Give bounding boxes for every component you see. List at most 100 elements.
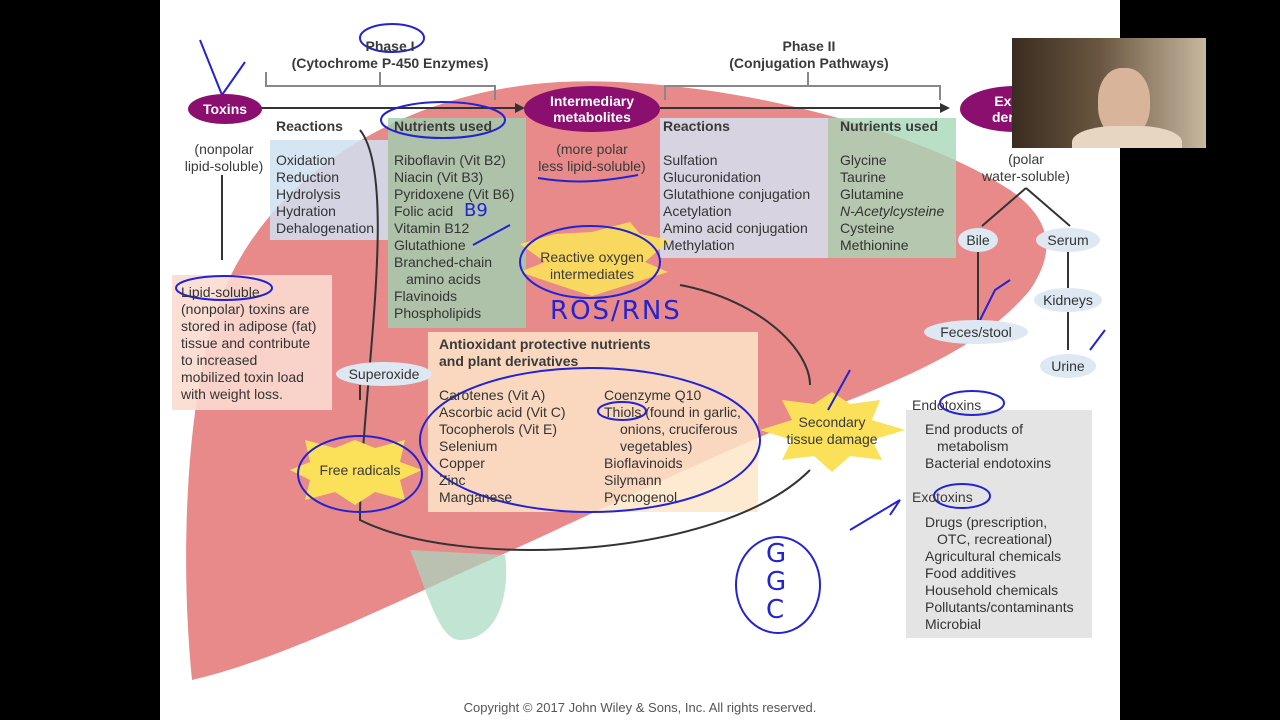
list-item: Silymann bbox=[604, 472, 662, 488]
reactive-label-1: Reactive oxygen bbox=[540, 249, 644, 265]
exotoxins-list: Drugs (prescription,OTC, recreational)Ag… bbox=[925, 514, 1074, 633]
list-item: Coenzyme Q10 bbox=[604, 387, 702, 403]
list-item: stored in adipose (fat) bbox=[181, 318, 317, 334]
antioxidant-title-2: and plant derivatives bbox=[439, 353, 579, 369]
list-item: Hydration bbox=[276, 203, 336, 219]
webcam-video bbox=[1012, 38, 1206, 148]
list-item: to increased bbox=[181, 352, 258, 368]
list-item: Methylation bbox=[663, 237, 735, 253]
serum-label: Serum bbox=[1036, 228, 1100, 252]
list-item: metabolism bbox=[937, 438, 1009, 454]
phase2-subtitle: (Conjugation Pathways) bbox=[729, 55, 889, 71]
phase1-subtitle: (Cytochrome P-450 Enzymes) bbox=[291, 55, 489, 71]
phase1-nutrients-header: Nutrients used bbox=[394, 118, 493, 134]
list-item: Bioflavinoids bbox=[604, 455, 683, 471]
list-item: Glycine bbox=[840, 152, 887, 168]
excreted-label-1: Ex bbox=[994, 93, 1012, 109]
list-item: Riboflavin (Vit B2) bbox=[394, 152, 506, 168]
phase2-reactions-header: Reactions bbox=[663, 118, 730, 134]
list-item: N-Acetylcysteine bbox=[840, 203, 945, 219]
toxins-oval: Toxins bbox=[188, 94, 262, 124]
list-item: vegetables) bbox=[620, 438, 693, 454]
list-item: amino acids bbox=[406, 271, 481, 287]
list-item: Glutamine bbox=[840, 186, 904, 202]
list-item: Dehalogenation bbox=[276, 220, 375, 236]
list-item: OTC, recreational) bbox=[937, 531, 1053, 547]
phase1-nutrients-list: Riboflavin (Vit B2)Niacin (Vit B3)Pyrido… bbox=[394, 152, 514, 322]
list-item: Agricultural chemicals bbox=[925, 548, 1062, 564]
list-item: Amino acid conjugation bbox=[663, 220, 808, 236]
exotoxins-title: Exotoxins bbox=[912, 489, 973, 505]
annotation-ros-rns: ROS/RNS bbox=[550, 296, 682, 326]
list-item: tissue and contribute bbox=[181, 335, 311, 351]
list-item: Vitamin B12 bbox=[394, 220, 470, 236]
list-item: Zinc bbox=[439, 472, 466, 488]
list-item: mobilized toxin load bbox=[181, 369, 304, 385]
list-item: Microbial bbox=[925, 616, 982, 632]
antioxidant-title-1: Antioxidant protective nutrients bbox=[439, 336, 651, 352]
list-item: Tocopherols (Vit E) bbox=[439, 421, 558, 437]
list-item: Oxidation bbox=[276, 152, 336, 168]
list-item: Ascorbic acid (Vit C) bbox=[439, 404, 566, 420]
presenter-shirt bbox=[1072, 126, 1182, 148]
list-item: onions, cruciferous bbox=[620, 421, 738, 437]
list-item: Pycnogenol bbox=[604, 489, 678, 505]
kidneys-label: Kidneys bbox=[1034, 288, 1102, 312]
list-item: Lipid-soluble bbox=[181, 284, 260, 300]
toxins-note-1: (nonpolar bbox=[194, 141, 254, 157]
list-item: Phospholipids bbox=[394, 305, 482, 321]
list-item: Glutathione conjugation bbox=[663, 186, 811, 202]
list-item: Household chemicals bbox=[925, 582, 1059, 598]
slide: Phase I (Cytochrome P-450 Enzymes) Phase… bbox=[160, 0, 1120, 720]
feces-label: Feces/stool bbox=[924, 320, 1028, 344]
list-item: Niacin (Vit B3) bbox=[394, 169, 484, 185]
intermediary-label-2: metabolites bbox=[553, 109, 631, 125]
list-item: Drugs (prescription, bbox=[925, 514, 1048, 530]
annotation-letter: C bbox=[766, 595, 785, 625]
list-item: Acetylation bbox=[663, 203, 732, 219]
list-item: Thiols (found in garlic, bbox=[604, 404, 741, 420]
list-item: Glucuronidation bbox=[663, 169, 762, 185]
toxins-note-2: lipid-soluble) bbox=[184, 158, 264, 174]
list-item: Copper bbox=[439, 455, 485, 471]
list-item: Food additives bbox=[925, 565, 1017, 581]
list-item: Manganese bbox=[439, 489, 513, 505]
urine-label: Urine bbox=[1040, 354, 1096, 378]
annotation-letter: G bbox=[766, 567, 787, 597]
liver-illustration bbox=[172, 23, 1106, 680]
endotoxins-title: Endotoxins bbox=[912, 397, 982, 413]
list-item: Sulfation bbox=[663, 152, 718, 168]
antioxidant-col1: Carotenes (Vit A)Ascorbic acid (Vit C)To… bbox=[439, 387, 566, 506]
secondary-label-1: Secondary bbox=[798, 414, 866, 430]
list-item: Selenium bbox=[439, 438, 498, 454]
list-item: Pyridoxene (Vit B6) bbox=[394, 186, 515, 202]
list-item: Hydrolysis bbox=[276, 186, 341, 202]
list-item: Glutathione bbox=[394, 237, 466, 253]
superoxide-label: Superoxide bbox=[336, 362, 432, 386]
list-item: Cysteine bbox=[840, 220, 895, 236]
intermediary-label-1: Intermediary bbox=[549, 93, 635, 109]
phase2-nutrients-header: Nutrients used bbox=[840, 118, 939, 134]
list-item: Branched-chain bbox=[394, 254, 493, 270]
list-item: Flavinoids bbox=[394, 288, 458, 304]
intermediary-note-2: less lipid-soluble) bbox=[538, 158, 646, 174]
list-item: Reduction bbox=[276, 169, 340, 185]
intermediary-note-1: (more polar bbox=[556, 141, 628, 157]
phase2-title: Phase II bbox=[782, 38, 836, 54]
annotation-letter: G bbox=[766, 539, 787, 569]
list-item: End products of bbox=[925, 421, 1024, 437]
list-item: Bacterial endotoxins bbox=[925, 455, 1052, 471]
copyright: Copyright © 2017 John Wiley & Sons, Inc.… bbox=[463, 700, 817, 715]
list-item: Carotenes (Vit A) bbox=[439, 387, 546, 403]
excreted-note-2: water-soluble) bbox=[982, 168, 1070, 184]
